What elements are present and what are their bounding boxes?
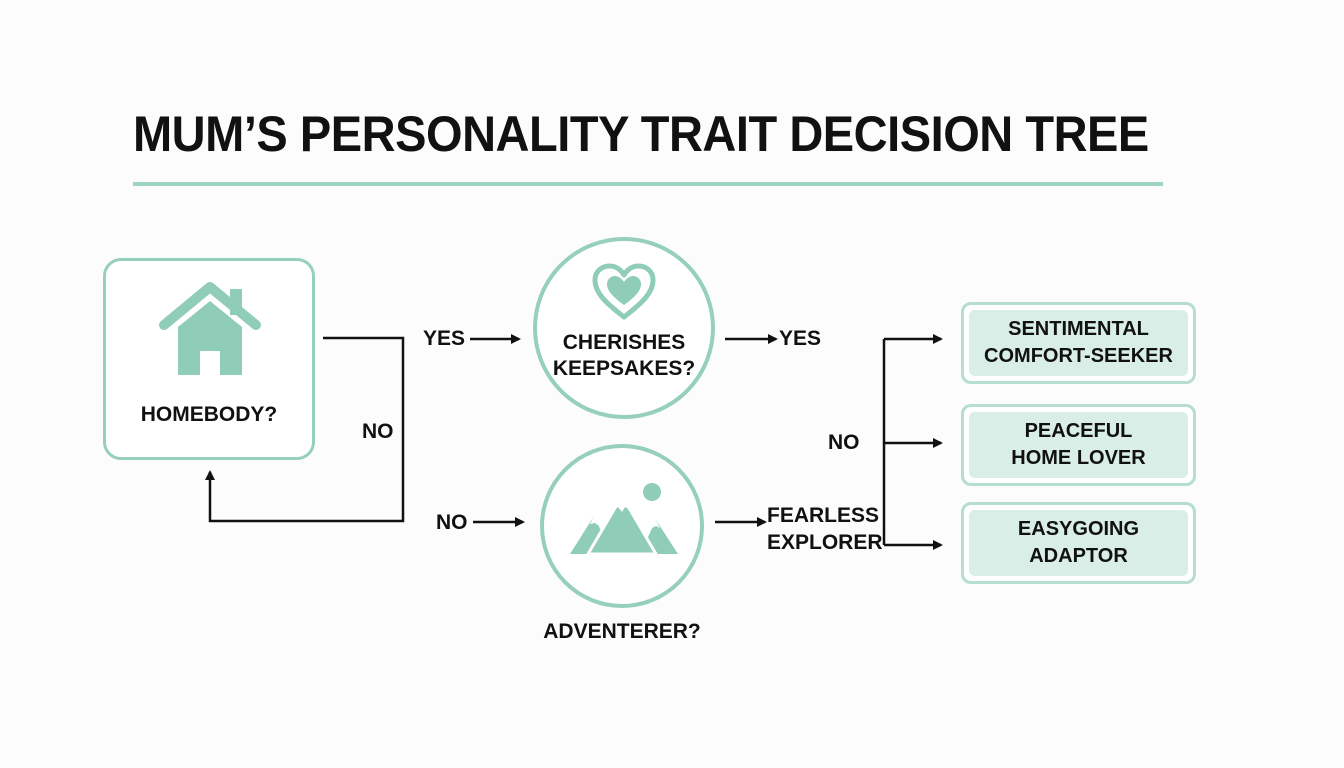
edge-yes-out: YES (779, 327, 822, 350)
node-adventurer (540, 444, 704, 608)
result-line2: ADAPTOR (1029, 545, 1128, 567)
result-easygoing-adaptor: EASYGOING ADAPTOR (961, 502, 1196, 584)
house-icon (159, 282, 261, 375)
result-sentimental-comfort-seeker: SENTIMENTAL COMFORT-SEEKER (961, 302, 1196, 384)
result-line1: SENTIMENTAL (1008, 318, 1149, 340)
result-line2: COMFORT-SEEKER (984, 345, 1173, 367)
homebody-label: HOMEBODY? (140, 403, 278, 426)
node-cherishes-keepsakes: CHERISHES KEEPSAKES? (533, 237, 715, 419)
fearless-explorer-line2: EXPLORER (767, 531, 883, 554)
result-line1: PEACEFUL (1024, 420, 1133, 442)
node-homebody: HOMEBODY? (103, 258, 315, 460)
edge-no-in: NO (436, 511, 468, 534)
keepsakes-label-line1: CHERISHES (562, 331, 686, 354)
heart-icon (592, 263, 656, 320)
mountain-icon (570, 483, 678, 556)
keepsakes-label-line2: KEEPSAKES? (552, 357, 696, 380)
title-divider (133, 182, 1163, 186)
edge-no-right: NO (828, 431, 860, 454)
edge-yes-in: YES (423, 327, 466, 350)
adventurer-label: ADVENTERER? (543, 620, 701, 643)
result-line2: HOME LOVER (1011, 447, 1146, 469)
edge-no-loop: NO (362, 420, 394, 443)
result-peaceful-home-lover: PEACEFUL HOME LOVER (961, 404, 1196, 486)
result-line1: EASYGOING (1017, 518, 1140, 540)
page-title: MUM’S PERSONALITY TRAIT DECISION TREE (133, 106, 1149, 162)
fearless-explorer-line1: FEARLESS (767, 504, 880, 527)
